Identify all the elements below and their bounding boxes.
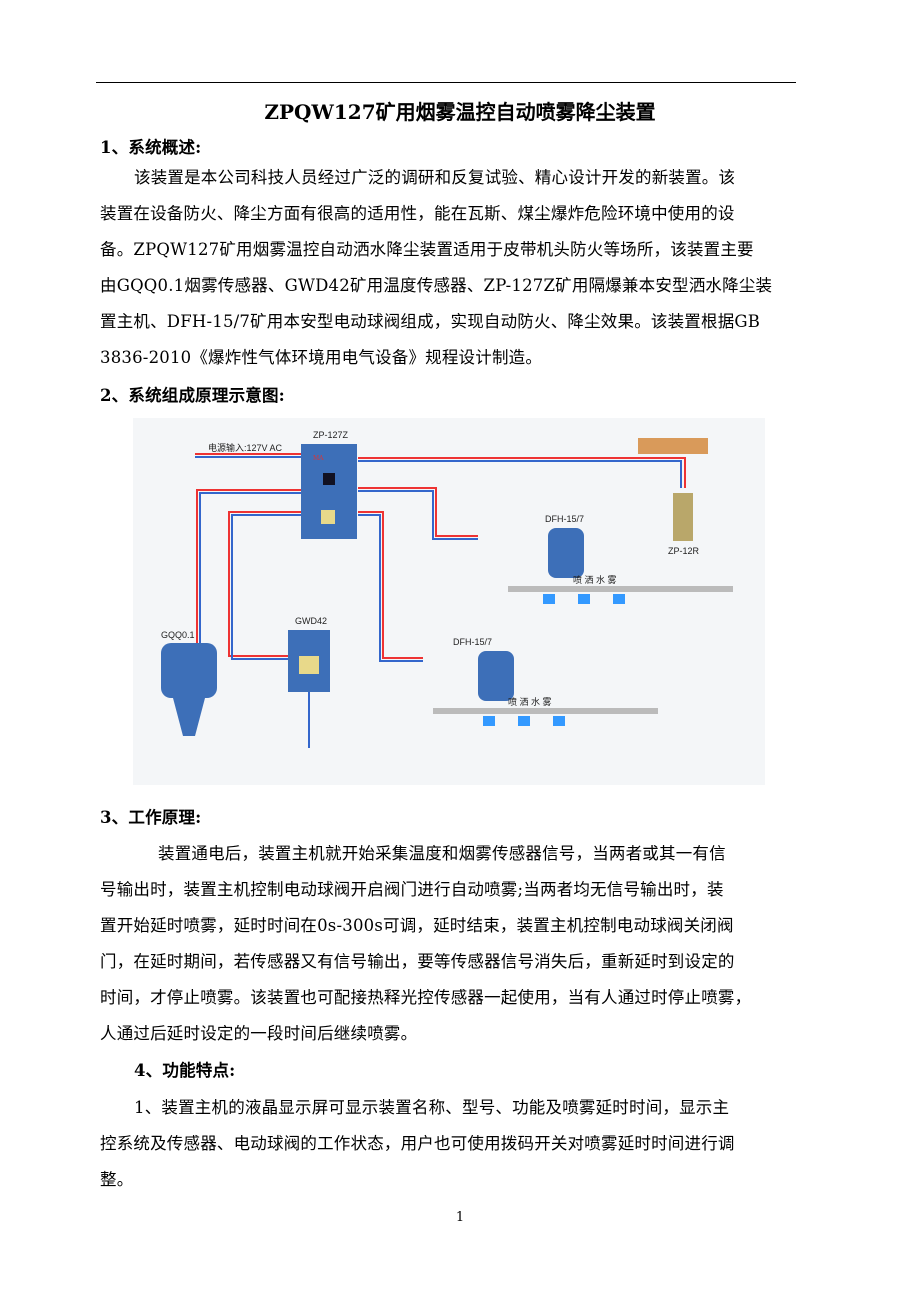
section-3-heading: 3、工作原理: bbox=[100, 808, 202, 827]
smoke-sensor bbox=[161, 643, 217, 698]
paragraph-line: 号输出时，装置主机控制电动球阀开启阀门进行自动喷雾;当两者均无信号输出时，装 bbox=[100, 880, 724, 899]
paragraph-line: 备。ZPQW127矿用烟雾温控自动洒水降尘装置适用于皮带机头防火等场所，该装置主… bbox=[100, 240, 754, 259]
document-title: ZPQW127矿用烟雾温控自动喷雾降尘装置 bbox=[264, 100, 656, 124]
temp-sensor-label: GWD42 bbox=[295, 616, 327, 626]
section-1-heading: 1、系统概述: bbox=[100, 138, 202, 157]
smoke-sensor-label: GQQ0.1 bbox=[161, 630, 195, 640]
paragraph-line: 装置在设备防火、降尘方面有很高的适用性，能在瓦斯、煤尘爆炸危险环境中使用的设 bbox=[100, 204, 735, 223]
pipe-2 bbox=[433, 708, 658, 714]
valve-2-label: DFH-15/7 bbox=[453, 637, 492, 647]
zp12r-sensor bbox=[673, 493, 693, 541]
paragraph-line: 3836-2010《爆炸性气体环境用电气设备》规程设计制造。 bbox=[100, 348, 543, 367]
paragraph-line: 由GQQ0.1烟雾传感器、GWD42矿用温度传感器、ZP-127Z矿用隔爆兼本安… bbox=[100, 276, 773, 295]
paragraph-line: 时间，才停止喷雾。该装置也可配接热释光控传感器一起使用，当有人通过时停止喷雾， bbox=[100, 988, 752, 1007]
paragraph-line: 置开始延时喷雾，延时时间在0s-300s可调，延时结束，装置主机控制电动球阀关闭… bbox=[100, 916, 734, 935]
valve-2 bbox=[478, 651, 514, 701]
paragraph-line: 该装置是本公司科技人员经过广泛的调研和反复试验、精心设计开发的新装置。该 bbox=[134, 168, 736, 187]
section-2-heading: 2、系统组成原理示意图: bbox=[100, 386, 285, 405]
main-unit-label: ZP-127Z bbox=[313, 430, 349, 440]
main-unit-box bbox=[301, 444, 357, 539]
paragraph-line: 门，在延时期间，若传感器又有信号输出，要等传感器信号消失后，重新延时到设定的 bbox=[100, 952, 735, 971]
pipe-1 bbox=[508, 586, 733, 592]
page-number: 1 bbox=[455, 1210, 465, 1225]
brick-wall bbox=[638, 438, 708, 454]
paragraph-line: 装置通电后，装置主机就开始采集温度和烟雾传感器信号，当两者或其一有信 bbox=[158, 844, 726, 863]
spray-2-label: 喷 洒 水 雾 bbox=[508, 696, 552, 707]
paragraph-line: 置主机、DFH-15/7矿用本安型电动球阀组成，实现自动防火、降尘效果。该装置根… bbox=[100, 312, 761, 331]
paragraph-line: 人通过后延时设定的一段时间后继续喷雾。 bbox=[100, 1024, 418, 1043]
valve-1-label: DFH-15/7 bbox=[545, 514, 584, 524]
paragraph-line: 整。 bbox=[100, 1170, 134, 1189]
system-diagram: MA ZP-127Z 电源输入:127V AC ZP-12R DFH-15/7 … bbox=[133, 418, 765, 785]
valve-1 bbox=[548, 528, 584, 578]
paragraph-line: 控系统及传感器、电动球阀的工作状态，用户也可使用拨码开关对喷雾延时时间进行调 bbox=[100, 1134, 735, 1153]
ma-mark: MA bbox=[313, 455, 324, 462]
spray-1-label: 喷 洒 水 雾 bbox=[573, 574, 617, 585]
paragraph-line: 1、装置主机的液晶显示屏可显示装置名称、型号、功能及喷雾延时时间，显示主 bbox=[134, 1098, 730, 1117]
power-input-label: 电源输入:127V AC bbox=[208, 442, 283, 453]
header-rule bbox=[96, 82, 796, 83]
section-4-heading: 4、功能特点: bbox=[134, 1061, 236, 1080]
zp12r-label: ZP-12R bbox=[668, 546, 700, 556]
